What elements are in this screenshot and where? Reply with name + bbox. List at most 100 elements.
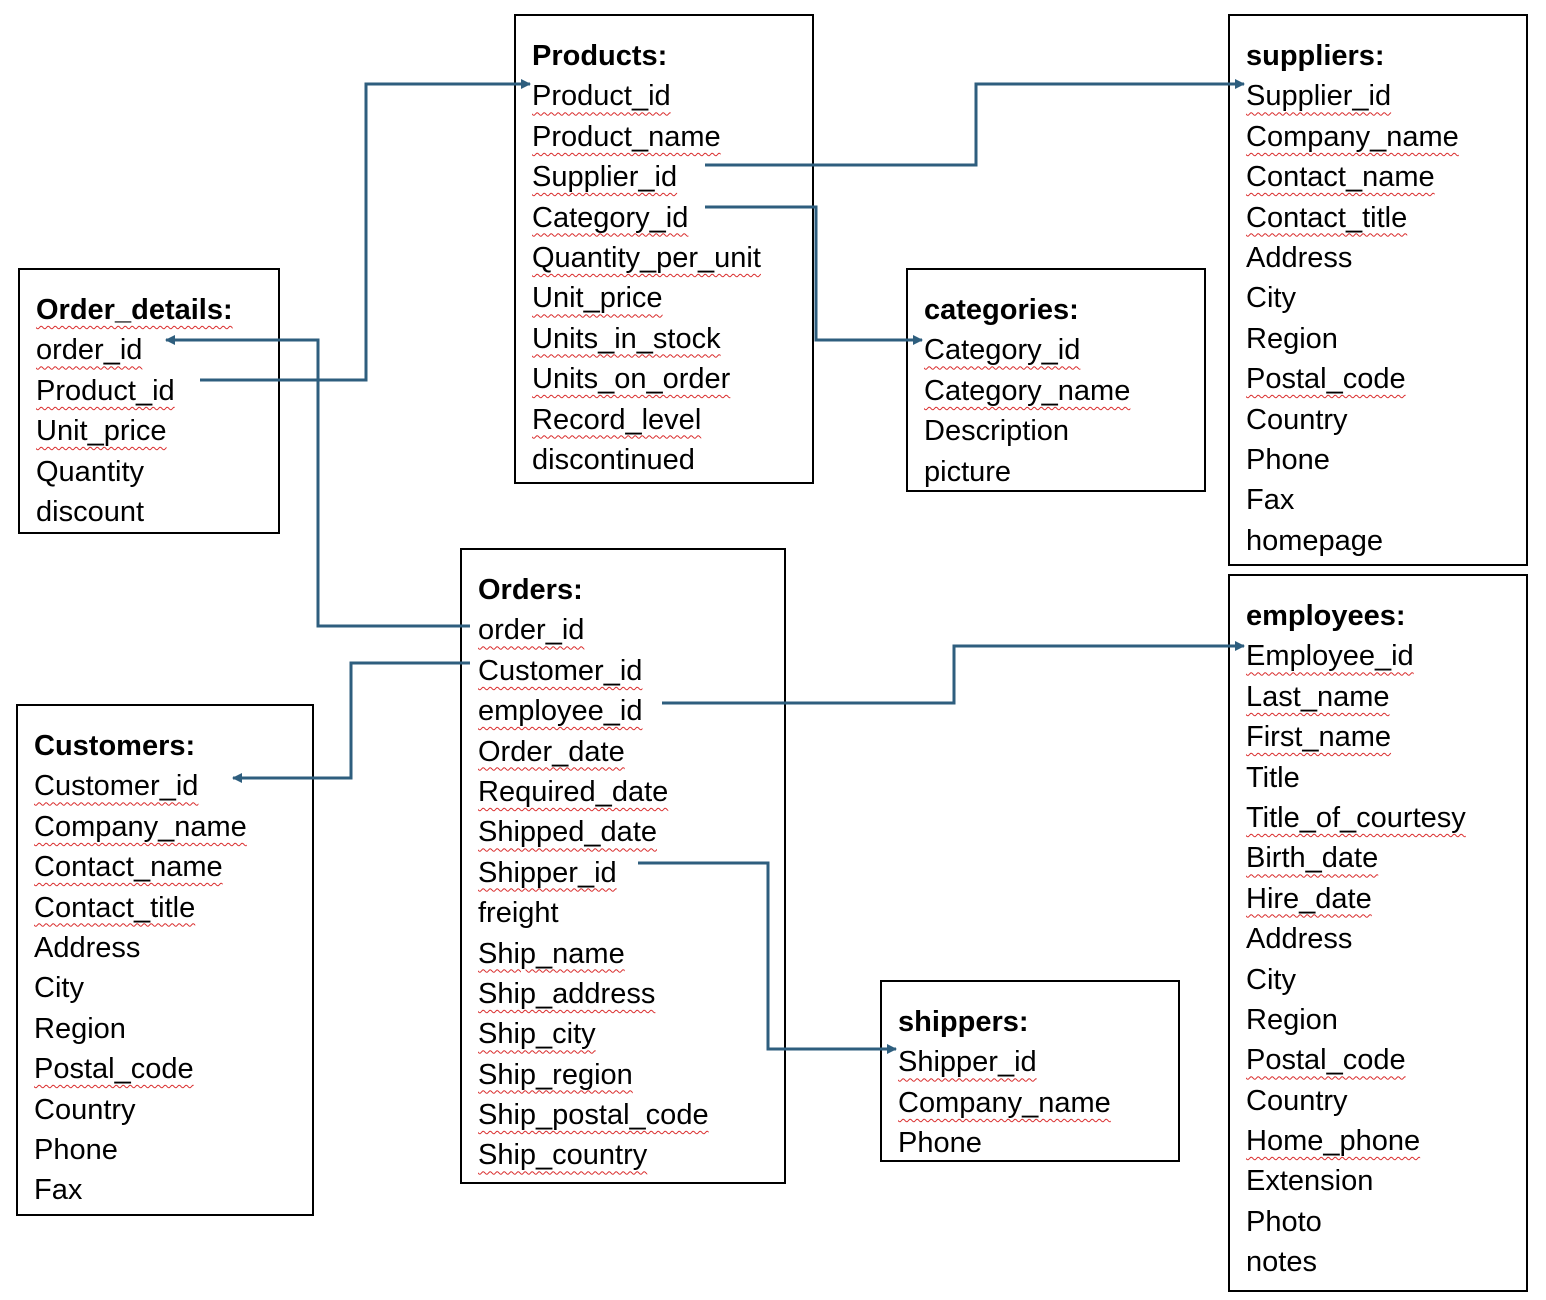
field-text: Ship_city	[478, 1018, 596, 1051]
field-fax: Fax	[1246, 480, 1512, 520]
field-text: Postal_code	[1246, 1044, 1406, 1077]
field-text: Units_in_stock	[532, 322, 721, 355]
field-birth-date: Birth_date	[1246, 838, 1512, 878]
field-contact-title: Contact_title	[34, 888, 298, 928]
field-text: Title	[1246, 761, 1300, 794]
field-ship-region: Ship_region	[478, 1055, 770, 1095]
field-home-phone: Home_phone	[1246, 1121, 1512, 1161]
field-postal-code: Postal_code	[1246, 359, 1512, 399]
field-text: Last_name	[1246, 680, 1390, 713]
field-quantity-per-unit: Quantity_per_unit	[532, 238, 798, 278]
entity-title: suppliers:	[1246, 40, 1385, 72]
field-ship-city: Ship_city	[478, 1014, 770, 1054]
field-postal-code: Postal_code	[34, 1049, 298, 1089]
field-region: Region	[34, 1009, 298, 1049]
field-extension: Extension	[1246, 1161, 1512, 1201]
field-city: City	[1246, 278, 1512, 318]
field-units-in-stock: Units_in_stock	[532, 319, 798, 359]
field-text: Supplier_id	[1246, 80, 1392, 113]
field-unit-price: Unit_price	[532, 278, 798, 318]
field-city: City	[34, 968, 298, 1008]
entity-title: employees:	[1246, 600, 1406, 632]
field-text: Company_name	[34, 810, 247, 843]
field-text: picture	[924, 455, 1012, 488]
field-company-name: Company_name	[898, 1083, 1164, 1123]
field-text: order_id	[478, 614, 585, 647]
field-text: City	[1246, 282, 1296, 315]
field-contact-title: Contact_title	[1246, 198, 1512, 238]
field-photo: Photo	[1246, 1202, 1512, 1242]
field-quantity: Quantity	[36, 452, 264, 492]
field-text: Postal_code	[34, 1053, 194, 1086]
field-discontinued: discontinued	[532, 440, 798, 480]
field-text: freight	[478, 897, 559, 930]
entity-title: Customers:	[34, 730, 196, 762]
field-title: Title	[1246, 758, 1512, 798]
field-supplier-id: Supplier_id	[532, 157, 798, 197]
field-text: Fax	[34, 1174, 83, 1207]
field-order-date: Order_date	[478, 732, 770, 772]
field-first-name: First_name	[1246, 717, 1512, 757]
field-unit-price: Unit_price	[36, 411, 264, 451]
field-text: Company_name	[898, 1086, 1111, 1119]
field-address: Address	[1246, 919, 1512, 959]
field-order-id: order_id	[478, 610, 770, 650]
field-text: Ship_region	[478, 1058, 633, 1091]
field-text: Ship_country	[478, 1139, 648, 1172]
field-ship-name: Ship_name	[478, 934, 770, 974]
field-text: Country	[34, 1093, 136, 1126]
field-employee-id: employee_id	[478, 691, 770, 731]
field-category-id: Category_id	[924, 330, 1190, 370]
field-text: Category_id	[532, 201, 689, 234]
entity-title: categories:	[924, 294, 1079, 326]
field-hire-date: Hire_date	[1246, 879, 1512, 919]
field-text: Order_date	[478, 735, 625, 768]
field-text: Employee_id	[1246, 640, 1414, 673]
field-text: Region	[1246, 322, 1338, 355]
field-text: employee_id	[478, 695, 643, 728]
field-product-id: Product_id	[532, 76, 798, 116]
field-country: Country	[34, 1090, 298, 1130]
field-text: Country	[1246, 1084, 1348, 1117]
field-company-name: Company_name	[34, 807, 298, 847]
field-country: Country	[1246, 400, 1512, 440]
field-text: Ship_name	[478, 937, 625, 970]
entity-title: Products:	[532, 40, 668, 72]
field-text: Record_level	[532, 403, 702, 436]
field-postal-code: Postal_code	[1246, 1040, 1512, 1080]
field-phone: Phone	[898, 1123, 1164, 1163]
field-customer-id: Customer_id	[34, 766, 298, 806]
field-text: Customer_id	[478, 654, 643, 687]
field-text: Ship_postal_code	[478, 1099, 709, 1132]
field-text: discontinued	[532, 443, 695, 476]
field-text: Fax	[1246, 484, 1295, 517]
field-supplier-id: Supplier_id	[1246, 76, 1512, 116]
field-text: Contact_name	[1246, 161, 1435, 194]
field-text: Hire_date	[1246, 882, 1372, 915]
field-text: Product_id	[36, 374, 175, 407]
field-text: Shipper_id	[478, 856, 617, 889]
field-text: Address	[1246, 923, 1353, 956]
field-text: Customer_id	[34, 770, 199, 803]
field-product-id: Product_id	[36, 371, 264, 411]
field-picture: picture	[924, 452, 1190, 492]
field-text: Shipper_id	[898, 1046, 1037, 1079]
field-text: First_name	[1246, 721, 1392, 754]
field-text: notes	[1246, 1246, 1317, 1279]
field-text: Address	[1246, 241, 1353, 274]
field-text: discount	[36, 495, 145, 528]
field-text: Country	[1246, 403, 1348, 436]
field-text: Category_id	[924, 334, 1081, 367]
field-text: Region	[1246, 1003, 1338, 1036]
field-record-level: Record_level	[532, 400, 798, 440]
field-text: Contact_name	[34, 851, 223, 884]
